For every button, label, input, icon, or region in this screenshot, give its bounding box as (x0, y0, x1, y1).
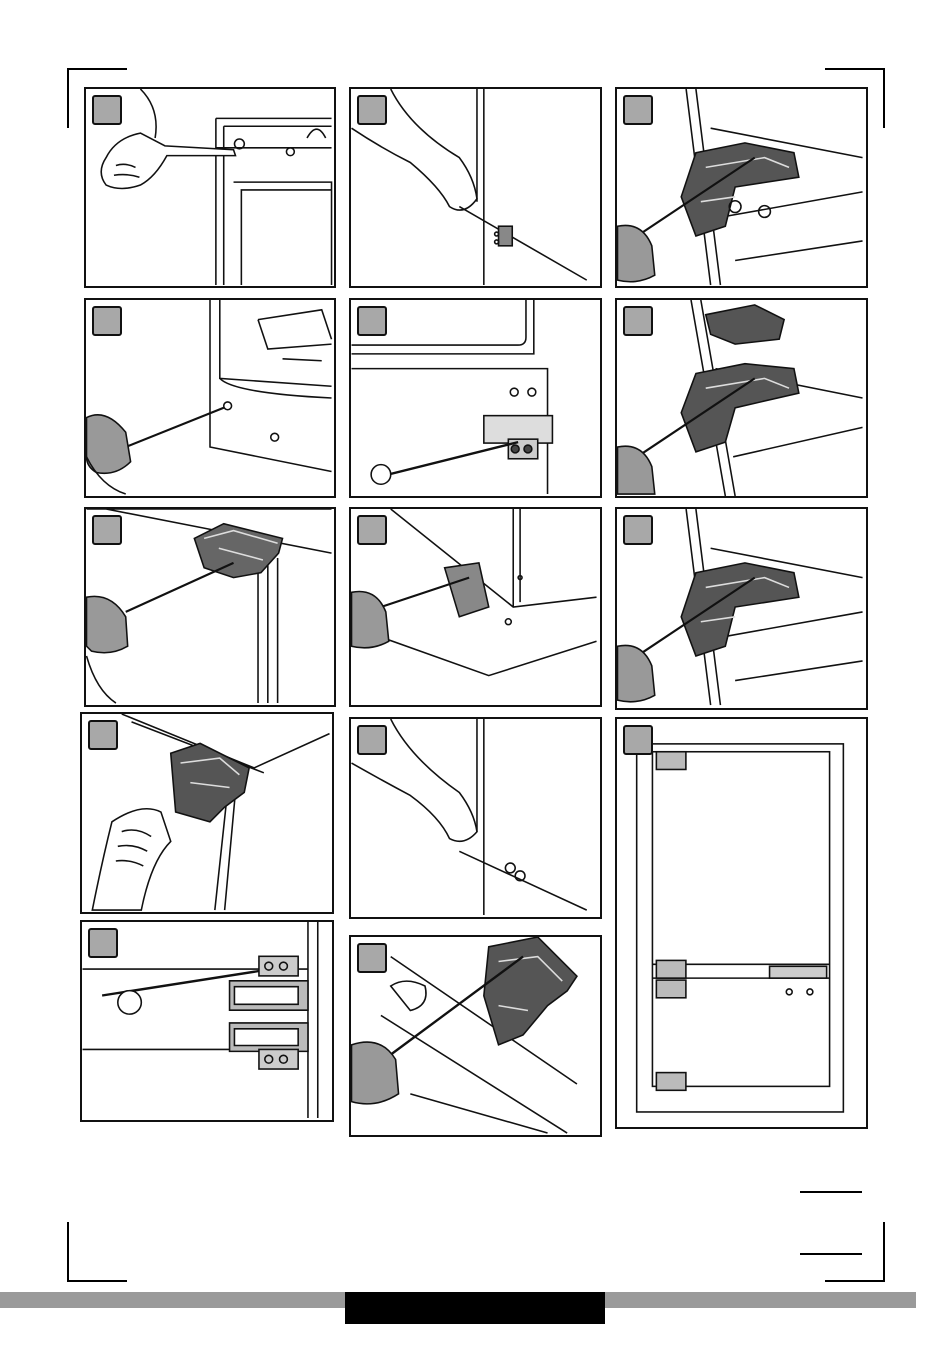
step-badge (357, 306, 387, 336)
illustration-panel-14 (349, 935, 602, 1137)
footer-page-block (345, 1292, 605, 1324)
illustration-panel-3 (615, 87, 868, 288)
step-badge (357, 943, 387, 973)
illustration-panel-5 (349, 298, 602, 498)
illustration-panel-9 (615, 507, 868, 710)
step-badge (92, 95, 122, 125)
step-badge (357, 725, 387, 755)
footer-rule-bottom (800, 1253, 862, 1255)
footer-rule-top (800, 1191, 862, 1193)
step-badge (623, 725, 653, 755)
illustration-panel-2 (349, 87, 602, 288)
illustration-panel-11 (349, 717, 602, 919)
illustration-panel-13 (80, 920, 334, 1122)
step-badge (92, 515, 122, 545)
step-badge (623, 306, 653, 336)
illustration-panel-10 (80, 712, 334, 914)
step-badge (88, 720, 118, 750)
step-badge (357, 95, 387, 125)
illustration-panel-8 (349, 507, 602, 707)
illustration-panel-12 (615, 717, 868, 1129)
crop-mark-bottom-left (67, 1222, 127, 1282)
illustration-panel-1 (84, 87, 336, 288)
step-badge (357, 515, 387, 545)
illustration-panel-4 (84, 298, 336, 498)
step-badge (623, 515, 653, 545)
illustration-panel-7 (84, 507, 336, 707)
step-badge (88, 928, 118, 958)
step-badge (623, 95, 653, 125)
step-badge (92, 306, 122, 336)
illustration-panel-6 (615, 298, 868, 498)
crop-mark-bottom-right (825, 1222, 885, 1282)
